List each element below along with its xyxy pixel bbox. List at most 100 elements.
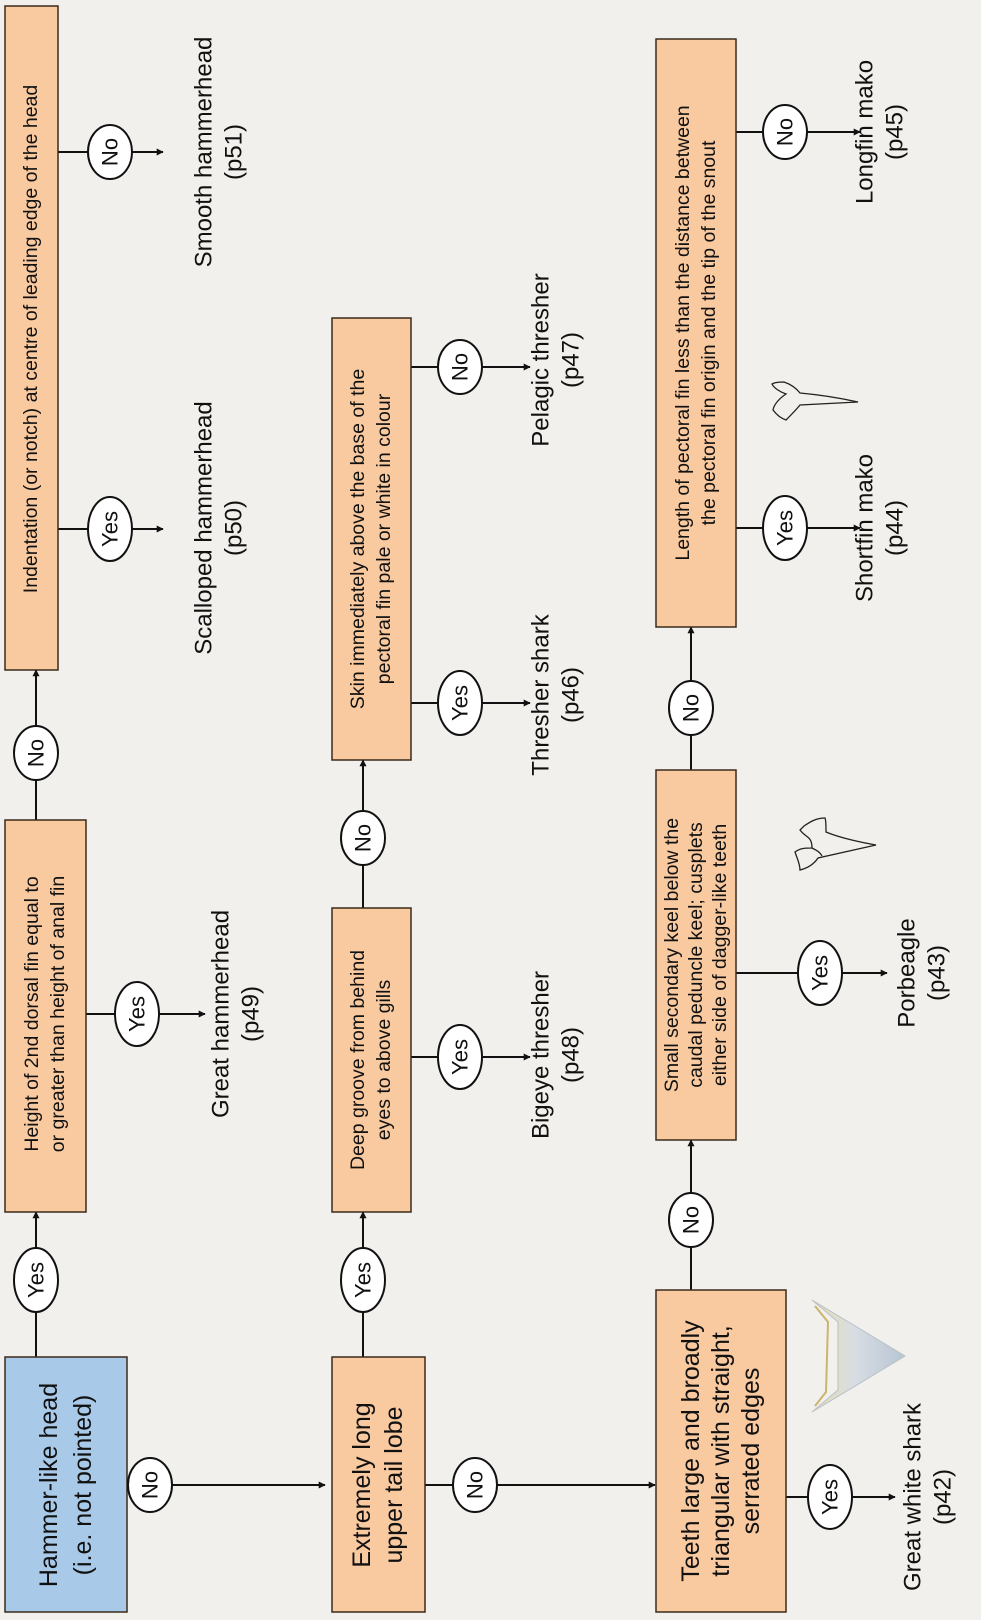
result-smooth-hammerhead-line: Smooth hammerhead <box>191 37 218 268</box>
decision-tail-yes-ellipse <box>340 1247 386 1313</box>
boxes <box>4 5 787 1613</box>
result-longfin-mako-line: (p45) <box>882 104 909 160</box>
decision-tail-no-ellipse <box>452 1457 498 1513</box>
question-pectoral-fin-line: the pectoral fin origin and the tip of t… <box>698 140 720 525</box>
decision-pectoral-no-ellipse <box>762 104 808 160</box>
question-dorsal-fin-line: Height of 2nd dorsal fin equal to <box>21 876 43 1152</box>
question-tail-lobe-line: upper tail lobe <box>380 1406 408 1563</box>
decision-start-no-ellipse <box>127 1457 173 1513</box>
decision-tail-no-label: No <box>463 1471 488 1499</box>
decision-skin-no-label: No <box>448 353 473 381</box>
tail-question-box <box>331 1356 426 1613</box>
decision-notch-no-label: No <box>98 138 123 166</box>
question-pectoral-fin: Length of pectoral fin less than the dis… <box>672 105 720 560</box>
question-skin-colour-line: pectoral fin pale or white in colour <box>373 393 395 684</box>
mako-tooth-icon <box>771 381 859 421</box>
result-great-hammerhead-line: Great hammerhead <box>208 910 235 1118</box>
decision-teeth-yes: Yes <box>807 1464 853 1530</box>
result-shortfin-mako: Shortfin mako(p44) <box>852 454 909 602</box>
decision-teeth-no-ellipse <box>668 1192 714 1248</box>
result-scalloped-hammerhead: Scalloped hammerhead(p50) <box>191 401 248 655</box>
start-box <box>4 1356 128 1613</box>
result-longfin-mako: Longfin mako(p45) <box>852 60 909 204</box>
decision-start-yes-label: Yes <box>24 1262 49 1298</box>
result-pelagic-thresher-line: (p47) <box>558 332 585 388</box>
result-scalloped-hammerhead-line: (p50) <box>221 500 248 556</box>
question-head-notch: Indentation (or notch) at centre of lead… <box>20 85 42 593</box>
result-thresher-shark-line: Thresher shark <box>528 613 555 775</box>
result-porbeagle-line: Porbeagle <box>894 918 921 1027</box>
result-porbeagle: Porbeagle(p43) <box>894 918 951 1027</box>
question-dorsal-fin-line: or greater than height of anal fin <box>47 876 69 1152</box>
decision-keel-no-ellipse <box>668 680 714 736</box>
result-pelagic-thresher: Pelagic thresher(p47) <box>528 273 585 446</box>
decision-start-no-label: No <box>138 1471 163 1499</box>
result-pelagic-thresher-line: Pelagic thresher <box>528 273 555 446</box>
decision-dorsal-no-ellipse <box>13 725 59 781</box>
question-head-notch-line: Indentation (or notch) at centre of lead… <box>20 85 42 593</box>
decision-teeth-yes-label: Yes <box>818 1479 843 1515</box>
great-white-tooth-icon <box>811 1299 906 1413</box>
result-porbeagle-line: (p43) <box>924 945 951 1001</box>
decision-notch-no: No <box>87 124 133 180</box>
groove-question-box <box>331 907 412 1213</box>
decision-teeth-yes-ellipse <box>807 1464 853 1530</box>
decision-keel-no: No <box>668 680 714 736</box>
notch-question-box <box>4 5 59 671</box>
question-secondary-keel-line: Small secondary keel below the <box>661 818 683 1092</box>
question-secondary-keel-line: caudal peduncle keel; cusplets <box>685 822 707 1088</box>
decision-groove-no-ellipse <box>340 810 386 866</box>
result-great-hammerhead: Great hammerhead(p49) <box>208 910 265 1118</box>
question-teeth-line: serrated edges <box>737 1368 765 1535</box>
question-teeth-line: Teeth large and broadly <box>677 1320 705 1582</box>
decision-start-yes: Yes <box>13 1247 59 1313</box>
decision-keel-yes-ellipse <box>797 940 843 1006</box>
decision-groove-yes-ellipse <box>437 1024 483 1090</box>
question-tail-lobe-line: Extremely long <box>348 1402 376 1567</box>
result-thresher-shark-line: (p46) <box>558 667 585 723</box>
result-great-white-shark-line: Great white shark <box>900 1402 927 1591</box>
question-secondary-keel-line: either side of dagger-like teeth <box>709 824 731 1086</box>
decision-skin-yes: Yes <box>437 670 483 736</box>
decision-notch-no-ellipse <box>87 124 133 180</box>
decision-keel-yes: Yes <box>797 940 843 1006</box>
decision-tail-yes-label: Yes <box>351 1262 376 1298</box>
question-skin-colour-line: Skin immediately above the base of the <box>347 369 369 709</box>
decision-pectoral-no: No <box>762 104 808 160</box>
question-teeth-line: triangular with straight, <box>707 1325 735 1577</box>
decision-dorsal-no: No <box>13 725 59 781</box>
decision-keel-yes-label: Yes <box>808 955 833 991</box>
decision-groove-yes-label: Yes <box>448 1039 473 1075</box>
decision-tail-no: No <box>452 1457 498 1513</box>
decision-pectoral-yes-ellipse <box>762 495 808 561</box>
decision-teeth-no-label: No <box>679 1206 704 1234</box>
decision-dorsal-yes-label: Yes <box>125 996 150 1032</box>
decision-skin-no: No <box>437 339 483 395</box>
porbeagle-tooth-icon <box>794 817 877 871</box>
result-bigeye-thresher-line: Bigeye thresher <box>528 971 555 1139</box>
decision-pectoral-yes: Yes <box>762 495 808 561</box>
result-smooth-hammerhead-line: (p51) <box>221 124 248 180</box>
result-shortfin-mako-line: (p44) <box>882 500 909 556</box>
start-node: Hammer-like head(i.e. not pointed) <box>35 1383 97 1587</box>
result-great-white-shark-line: (p42) <box>930 1469 957 1525</box>
decision-start-no: No <box>127 1457 173 1513</box>
skin-question-box <box>331 317 412 761</box>
decision-skin-no-ellipse <box>437 339 483 395</box>
teeth-question-box <box>655 1289 787 1613</box>
keel-question-box <box>655 769 737 1141</box>
result-great-hammerhead-line: (p49) <box>238 986 265 1042</box>
result-bigeye-thresher: Bigeye thresher(p48) <box>528 971 585 1139</box>
start-node-line: (i.e. not pointed) <box>69 1395 97 1576</box>
pectoral-question-box <box>655 38 737 628</box>
decision-pectoral-yes-label: Yes <box>773 510 798 546</box>
question-pectoral-fin-line: Length of pectoral fin less than the dis… <box>672 105 694 560</box>
result-great-white-shark: Great white shark(p42) <box>900 1402 957 1591</box>
